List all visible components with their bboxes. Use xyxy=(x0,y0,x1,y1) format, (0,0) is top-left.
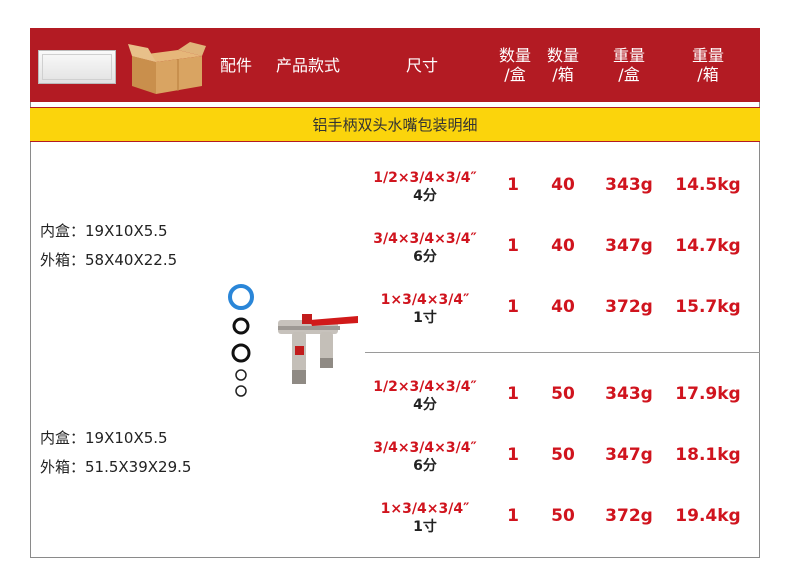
qty-per-box: 1 xyxy=(507,236,519,256)
weight-per-carton: 15.7kg xyxy=(675,297,741,317)
header-style: 产品款式 xyxy=(276,56,341,75)
weight-per-carton: 18.1kg xyxy=(675,445,741,465)
weight-per-carton: 14.7kg xyxy=(675,236,741,256)
qty-per-carton: 50 xyxy=(551,445,575,465)
weight-per-box: 343g xyxy=(605,175,653,195)
inner-box-size: 内盒：19X10X5.5 xyxy=(40,222,168,240)
pipe-size-cn: 1寸 xyxy=(413,519,437,535)
qty-per-box: 1 xyxy=(507,445,519,465)
outer-carton-size: 外箱：58X40X22.5 xyxy=(40,251,178,269)
blue-washer-icon xyxy=(228,284,254,310)
carton-box-icon xyxy=(128,42,206,94)
table-row: 1/2×3/4×3/4″ 4分 1 50 343g 17.9kg xyxy=(365,374,760,424)
pipe-size: 1/2×3/4×3/4″ xyxy=(373,170,477,186)
white-box-icon xyxy=(38,50,116,84)
pipe-size: 1/2×3/4×3/4″ xyxy=(373,379,477,395)
pipe-size: 3/4×3/4×3/4″ xyxy=(373,440,477,456)
header-wt-box: 重量 /盒 xyxy=(612,46,645,84)
pipe-size-cn: 4分 xyxy=(413,397,437,413)
table-row: 3/4×3/4×3/4″ 6分 1 50 347g 18.1kg xyxy=(365,435,760,485)
table-row: 3/4×3/4×3/4″ 6分 1 40 347g 14.7kg xyxy=(365,226,760,276)
weight-per-box: 372g xyxy=(605,297,653,317)
table-row: 1/2×3/4×3/4″ 4分 1 40 343g 14.5kg xyxy=(365,165,760,215)
weight-per-box: 343g xyxy=(605,384,653,404)
group2-dimensions: 内盒：19X10X5.5 外箱：51.5X39X29.5 xyxy=(40,424,191,482)
pipe-size-cn: 6分 xyxy=(413,249,437,265)
qty-per-carton: 40 xyxy=(551,297,575,317)
table-row: 1×3/4×3/4″ 1寸 1 50 372g 19.4kg xyxy=(365,496,760,546)
header-qty-carton: 数量 /箱 xyxy=(546,46,579,84)
header-parts: 配件 xyxy=(220,56,253,75)
faucet-product-image xyxy=(228,284,358,397)
group1-dimensions: 内盒：19X10X5.5 外箱：58X40X22.5 xyxy=(40,217,177,275)
washer-icon xyxy=(232,317,250,335)
pipe-size-cn: 6分 xyxy=(413,458,437,474)
qty-per-carton: 50 xyxy=(551,384,575,404)
pipe-size-cn: 1寸 xyxy=(413,310,437,326)
header-wt-carton: 重量 /箱 xyxy=(691,46,724,84)
group-divider xyxy=(365,352,760,353)
qty-per-box: 1 xyxy=(507,297,519,317)
weight-per-box: 347g xyxy=(605,236,653,256)
weight-per-carton: 17.9kg xyxy=(675,384,741,404)
inner-box-size: 内盒：19X10X5.5 xyxy=(40,429,168,447)
header-qty-box: 数量 /盒 xyxy=(498,46,531,84)
washer-icon xyxy=(231,343,251,363)
pipe-size: 1×3/4×3/4″ xyxy=(380,292,470,308)
outer-carton-size: 外箱：51.5X39X29.5 xyxy=(40,458,192,476)
qty-per-box: 1 xyxy=(507,506,519,526)
qty-per-carton: 40 xyxy=(551,236,575,256)
pipe-size-cn: 4分 xyxy=(413,188,437,204)
faucet-icon xyxy=(278,314,358,384)
qty-per-box: 1 xyxy=(507,175,519,195)
header-size: 尺寸 xyxy=(406,56,439,75)
weight-per-box: 347g xyxy=(605,445,653,465)
table-row: 1×3/4×3/4″ 1寸 1 40 372g 15.7kg xyxy=(365,287,760,337)
pipe-size: 3/4×3/4×3/4″ xyxy=(373,231,477,247)
table-header: 配件 产品款式 尺寸 数量 /盒 数量 /箱 重量 /盒 重量 /箱 xyxy=(30,28,760,102)
qty-per-carton: 50 xyxy=(551,506,575,526)
weight-per-box: 372g xyxy=(605,506,653,526)
pipe-size: 1×3/4×3/4″ xyxy=(380,501,470,517)
section-banner: 铝手柄双头水嘴包装明细 xyxy=(30,107,760,142)
qty-per-box: 1 xyxy=(507,384,519,404)
washer-icon xyxy=(235,385,247,397)
washer-icon xyxy=(235,369,247,381)
weight-per-carton: 14.5kg xyxy=(675,175,741,195)
qty-per-carton: 40 xyxy=(551,175,575,195)
weight-per-carton: 19.4kg xyxy=(675,506,741,526)
